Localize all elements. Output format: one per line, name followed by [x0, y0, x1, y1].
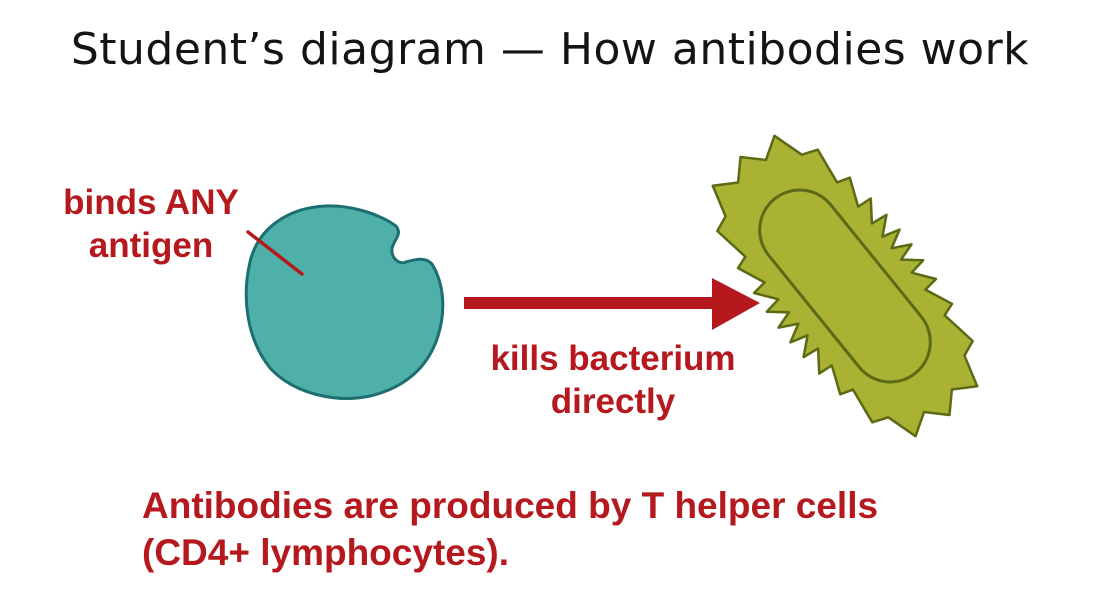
label-kills-bacterium: kills bacterium directly [448, 338, 778, 423]
label-binds-any-antigen: binds ANY antigen [36, 182, 266, 267]
label-binds-line2: antigen [88, 225, 214, 265]
pointer-line [246, 230, 304, 276]
bacterium-spikes [711, 134, 979, 438]
antibody-cell [244, 204, 445, 400]
label-binds-line1: binds ANY [63, 183, 239, 222]
caption-line2: (CD4+ lymphocytes). [142, 532, 510, 574]
label-kills-line1: kills bacterium [490, 339, 736, 378]
diagram-title: Student’s diagram — How antibodies work [70, 24, 1030, 75]
bacterium [711, 134, 979, 438]
label-kills-line2: directly [550, 381, 676, 421]
bacterium-inner-membrane [758, 188, 932, 384]
caption-line1: Antibodies are produced by T helper cell… [142, 485, 879, 526]
arrow-shaft [464, 297, 720, 309]
misconception-caption: Antibodies are produced by T helper cell… [142, 482, 1042, 577]
arrow-head [712, 278, 760, 330]
